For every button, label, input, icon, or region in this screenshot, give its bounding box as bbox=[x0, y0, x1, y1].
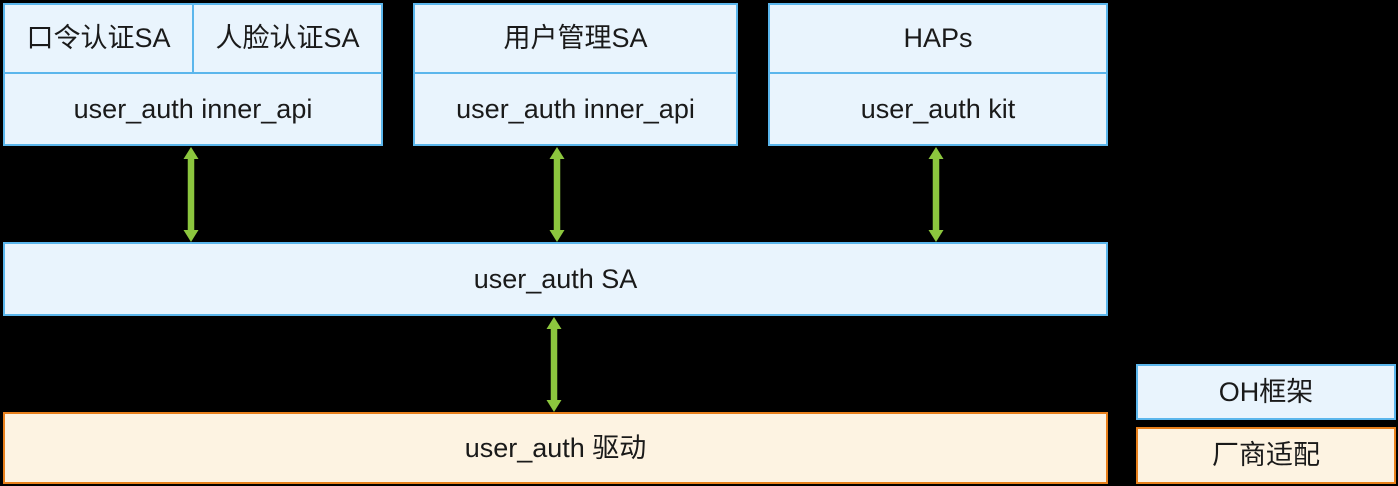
box-user-auth-kit: user_auth kit bbox=[770, 74, 1106, 144]
double-arrow-icon bbox=[546, 317, 562, 412]
legend-vendor-adaptation-label: 厂商适配 bbox=[1212, 440, 1320, 470]
double-arrow-icon bbox=[183, 147, 199, 242]
user-mgmt-group: 用户管理SA user_auth inner_api bbox=[413, 3, 738, 146]
auth-executor-group: 口令认证SA 人脸认证SA user_auth inner_api bbox=[3, 3, 383, 146]
haps-label: HAPs bbox=[903, 23, 973, 53]
user-mgmt-sa-label: 用户管理SA bbox=[503, 23, 648, 53]
face-auth-sa-label: 人脸认证SA bbox=[215, 23, 360, 53]
box-user-auth-sa: user_auth SA bbox=[3, 242, 1108, 316]
inner-api-middle-label: user_auth inner_api bbox=[456, 93, 695, 124]
box-password-auth-sa: 口令认证SA bbox=[5, 5, 192, 72]
box-inner-api-left: user_auth inner_api bbox=[5, 74, 381, 144]
user-mgmt-top-row: 用户管理SA bbox=[415, 5, 736, 74]
password-auth-sa-label: 口令认证SA bbox=[26, 23, 171, 53]
box-user-auth-driver: user_auth 驱动 bbox=[3, 412, 1108, 484]
legend-oh-framework-label: OH框架 bbox=[1218, 376, 1314, 407]
box-inner-api-middle: user_auth inner_api bbox=[415, 74, 736, 144]
double-arrow-icon bbox=[928, 147, 944, 242]
legend-vendor-adaptation: 厂商适配 bbox=[1136, 427, 1396, 484]
haps-group: HAPs user_auth kit bbox=[768, 3, 1108, 146]
box-haps: HAPs bbox=[770, 5, 1106, 72]
box-face-auth-sa: 人脸认证SA bbox=[192, 5, 381, 72]
double-arrow-icon bbox=[549, 147, 565, 242]
legend-oh-framework: OH框架 bbox=[1136, 364, 1396, 420]
inner-api-left-label: user_auth inner_api bbox=[73, 93, 313, 124]
user-auth-sa-label: user_auth SA bbox=[473, 263, 638, 294]
user-auth-driver-label: user_auth 驱动 bbox=[464, 432, 647, 463]
haps-top-row: HAPs bbox=[770, 5, 1106, 74]
auth-executor-top-row: 口令认证SA 人脸认证SA bbox=[5, 5, 381, 74]
box-user-mgmt-sa: 用户管理SA bbox=[415, 5, 736, 72]
user-auth-kit-label: user_auth kit bbox=[860, 93, 1016, 124]
